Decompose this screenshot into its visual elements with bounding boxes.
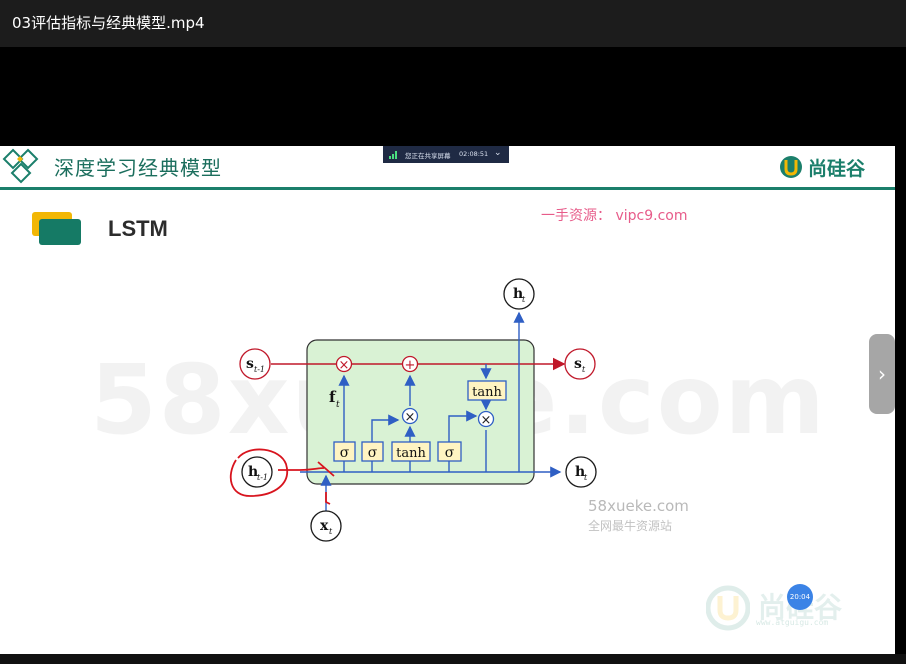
window-title: 03评估指标与经典模型.mp4 (12, 14, 205, 32)
logo-diamonds-icon (2, 148, 39, 184)
slide-header-title: 深度学习经典模型 (54, 156, 222, 180)
brand-name: 尚硅谷 (808, 158, 866, 180)
forget-multiply-label: × (339, 358, 350, 373)
tanh-gate-1 (391, 441, 431, 462)
input-multiply-label: × (405, 410, 416, 425)
cell-state-sub: t (582, 365, 586, 374)
output-multiply-label: × (481, 413, 492, 428)
screen-share-bar[interactable]: 您正在共享屏幕 02:08:51 ⌄ (383, 146, 509, 163)
brand-watermark-url: www.atguigu.com (756, 618, 829, 627)
output-multiply-op (477, 410, 495, 428)
hidden-output-sub: t (584, 473, 588, 482)
site-watermark-sub: 全网最牛资源站 (588, 519, 673, 533)
prev-cell-state-label: s (246, 356, 254, 372)
sigma-gate-1 (333, 441, 356, 462)
sigma-gate-3 (437, 441, 462, 462)
brand-logo-icon (780, 156, 802, 178)
share-status-text: 您正在共享屏幕 (405, 152, 451, 160)
signal-icon (389, 151, 397, 159)
tanh-gate-2 (467, 380, 507, 401)
tanh-gate-2-label: tanh (472, 385, 502, 400)
header-divider (0, 187, 895, 190)
hidden-output-label: h (575, 464, 585, 480)
title-bar: 03评估指标与经典模型.mp4 (0, 0, 906, 47)
prev-hidden-node (241, 456, 273, 488)
bottom-strip (0, 654, 906, 664)
resource-watermark: 一手资源： vipc9.com (541, 208, 688, 224)
hidden-top-node (503, 278, 535, 310)
input-label: x (320, 518, 329, 534)
sigma-gate-2 (361, 441, 384, 462)
slide: 深度学习经典模型 尚硅谷 您正在共享屏幕 02:08:51 ⌄ LSTM 一手资… (0, 146, 895, 654)
time-bubble[interactable]: 20:04 (787, 584, 813, 610)
forget-gate-label: f (329, 388, 337, 406)
cell-state-node (564, 348, 596, 380)
site-watermark: 58xueke.com (588, 497, 689, 515)
cell-add-op (401, 355, 419, 373)
cell-add-label: + (405, 358, 416, 373)
brand-watermark-icon (706, 585, 750, 631)
cell-state-label: s (574, 356, 582, 372)
share-timer: 02:08:51 (459, 150, 489, 158)
slide-header: 深度学习经典模型 尚硅谷 (0, 146, 895, 186)
hidden-output-node (565, 456, 597, 488)
tanh-gate-1-label: tanh (396, 446, 426, 461)
hidden-top-label: h (513, 286, 523, 302)
input-multiply-op (401, 407, 419, 425)
prev-cell-state-node (239, 348, 271, 380)
input-node (310, 510, 342, 542)
prev-cell-state-sub: t-1 (254, 365, 265, 374)
sigma-gate-1-label: σ (340, 445, 350, 461)
prev-hidden-sub: t-1 (257, 473, 268, 482)
next-slide-chevron-right-icon[interactable]: › (869, 334, 895, 414)
input-sub: t (329, 527, 333, 536)
sigma-gate-3-label: σ (445, 445, 455, 461)
lstm-diagram: σ σ tanh σ tanh × + × × f t (229, 278, 597, 542)
section-icon (32, 212, 81, 245)
prev-hidden-label: h (248, 464, 258, 480)
forget-multiply-op (335, 355, 353, 373)
hidden-top-sub: t (522, 295, 526, 304)
sigma-gate-2-label: σ (368, 445, 378, 461)
section-title: LSTM (108, 216, 168, 241)
chevron-down-icon[interactable]: ⌄ (494, 148, 502, 158)
forget-gate-sub: t (336, 400, 340, 410)
hand-annotation (229, 448, 335, 505)
